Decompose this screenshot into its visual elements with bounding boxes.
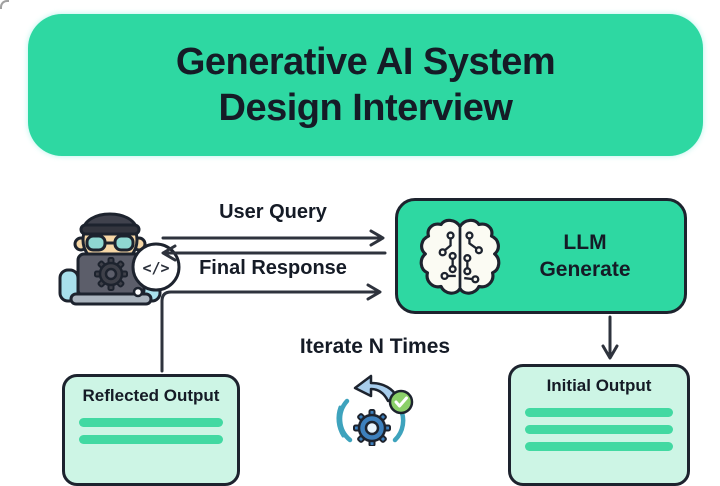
llm-label-line-1: LLM bbox=[563, 231, 607, 254]
iterate-n-times-label: Iterate N Times bbox=[299, 335, 451, 358]
window-corner-artifact bbox=[0, 0, 9, 9]
llm-label-line-2: Generate bbox=[539, 258, 631, 281]
code-speech-bubble-icon: </> bbox=[131, 242, 181, 298]
bubble-code-text: </> bbox=[142, 259, 169, 277]
text-line-bar bbox=[79, 418, 223, 427]
reflected-output-title: Reflected Output bbox=[82, 386, 220, 405]
user-query-label: User Query bbox=[219, 201, 327, 223]
final-response-label: Final Response bbox=[199, 257, 347, 279]
initial-output-placeholder-lines bbox=[525, 408, 673, 451]
glasses-left-lens bbox=[85, 234, 107, 252]
title-banner: Generative AI System Design Interview bbox=[28, 14, 703, 156]
llm-to-initial-arrow bbox=[601, 315, 619, 360]
text-line-bar bbox=[525, 442, 673, 451]
llm-generate-label: LLM Generate bbox=[502, 229, 684, 283]
reflected-output-box: Reflected Output bbox=[62, 374, 240, 486]
initial-output-box: Initial Output bbox=[508, 364, 690, 486]
page-title-line-1: Generative AI System bbox=[175, 41, 556, 83]
laptop-gear-icon bbox=[94, 257, 128, 291]
brain-circuit-icon bbox=[418, 214, 502, 298]
reflected-output-placeholder-lines bbox=[79, 418, 223, 444]
glasses-right-lens bbox=[113, 234, 135, 252]
page-title-line-2: Design Interview bbox=[218, 87, 513, 129]
text-line-bar bbox=[525, 408, 673, 417]
llm-generate-box: LLM Generate bbox=[395, 198, 687, 314]
check-badge-icon bbox=[388, 389, 414, 415]
gear bbox=[353, 409, 391, 446]
iterate-gear-icon bbox=[336, 374, 414, 446]
initial-output-title: Initial Output bbox=[546, 376, 652, 395]
developer-user-icon: </> bbox=[58, 212, 181, 306]
user-query-arrow bbox=[161, 229, 385, 247]
text-line-bar bbox=[525, 425, 673, 434]
laptop-base bbox=[69, 292, 153, 306]
